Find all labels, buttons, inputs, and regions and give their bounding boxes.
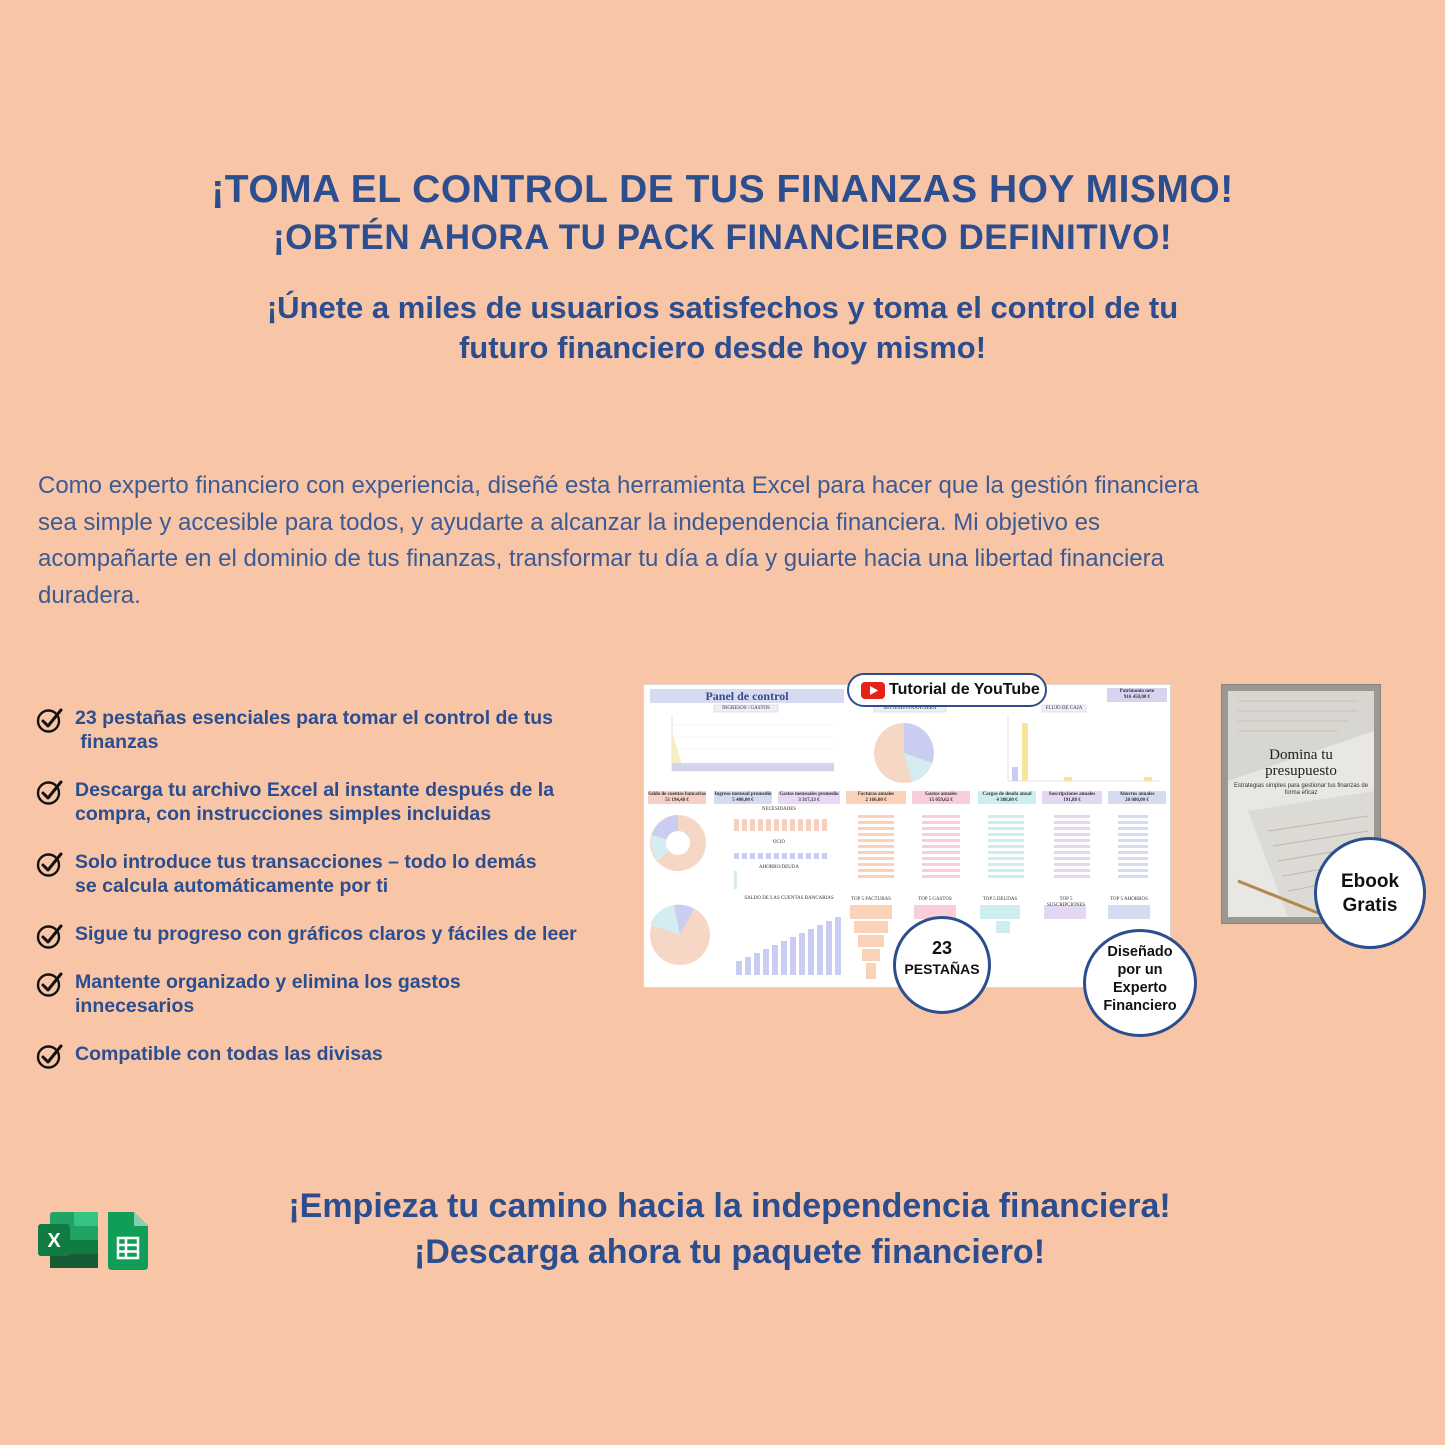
kpi-ahorros-label: Ahorros anuales bbox=[1119, 792, 1155, 797]
call-to-action: ¡Empieza tu camino hacia la independenci… bbox=[0, 1183, 1445, 1275]
expert-badge-text: Financiero bbox=[1103, 998, 1177, 1014]
feature-text: Sigue tu progreso con gráficos claros y … bbox=[75, 923, 577, 945]
feature-item: Sigue tu progreso con gráficos claros y … bbox=[36, 922, 646, 970]
main-title-line1: ¡TOMA EL CONTROL DE TUS FINANZAS HOY MIS… bbox=[211, 168, 1234, 211]
intro-line: duradera. bbox=[38, 581, 141, 609]
feature-text: finanzas bbox=[75, 731, 159, 753]
kpi-ingreso-value: 5 400,00 € bbox=[732, 798, 754, 803]
kpi-facturas-label: Facturas anuales bbox=[857, 792, 895, 797]
ebook-title-line: Domina tu bbox=[1269, 747, 1333, 763]
kpi-patrimonio-value: 916 450,00 € bbox=[1123, 695, 1151, 700]
kpi-saldo-value: 51 194,48 € bbox=[665, 798, 689, 803]
subtitle: ¡Únete a miles de usuarios satisfechos y… bbox=[0, 288, 1445, 368]
section-top-facturas: TOP 5 FACTURAS bbox=[851, 897, 891, 902]
checkmark-circle-icon bbox=[36, 852, 63, 877]
youtube-icon bbox=[861, 682, 885, 699]
intro-line: acompañarte en el dominio de tus finanza… bbox=[38, 545, 1164, 572]
app-icons: X bbox=[36, 1210, 152, 1277]
kpi-gastos-value: 3 317,13 € bbox=[798, 798, 820, 803]
feature-item: Descarga tu archivo Excel al instante de… bbox=[36, 778, 646, 850]
feature-item: 23 pestañas esenciales para tomar el con… bbox=[36, 706, 646, 778]
feature-text: innecesarios bbox=[75, 995, 195, 1017]
feature-item: Solo introduce tus transacciones – todo … bbox=[36, 850, 646, 922]
expert-badge-text: por un bbox=[1117, 962, 1163, 978]
kpi-saldo-label: Saldo de cuentas bancarias bbox=[648, 792, 706, 797]
kpi-deuda-value: 4 388,00 € bbox=[996, 798, 1018, 803]
feature-list: 23 pestañas esenciales para tomar el con… bbox=[36, 706, 646, 1090]
subtitle-line2: futuro financiero desde hoy mismo! bbox=[458, 330, 987, 365]
kpi-suscripciones-label: Suscripciones anuales bbox=[1048, 792, 1096, 797]
ebook-gratis-badge: Ebook Gratis bbox=[1314, 837, 1426, 949]
kpi-gastos-anuales-label: Gastos anuales bbox=[925, 792, 957, 797]
kpi-patrimonio-label: Patrimonio neto bbox=[1119, 689, 1155, 694]
feature-text: Solo introduce tus transacciones – todo … bbox=[75, 851, 537, 873]
intro-paragraph: Como experto financiero con experiencia,… bbox=[38, 468, 1408, 614]
feature-text: se calcula automáticamente por ti bbox=[75, 875, 389, 897]
kpi-gastos-anuales-value: 15 059,62 € bbox=[929, 798, 953, 803]
intro-line: Como experto financiero con experiencia,… bbox=[38, 472, 1199, 499]
excel-icon: X bbox=[38, 1212, 98, 1268]
section-top-suscripciones: TOP 5 SUSCRIPCIONES bbox=[1046, 897, 1086, 908]
checkmark-circle-icon bbox=[36, 708, 63, 733]
ebook-title: Domina tu presupuesto bbox=[1228, 747, 1374, 779]
checkmark-circle-icon bbox=[36, 972, 63, 997]
expert-badge-text: Experto bbox=[1113, 980, 1167, 996]
kpi-facturas-value: 2 166,00 € bbox=[865, 798, 887, 803]
cta-line2: ¡Descarga ahora tu paquete financiero! bbox=[413, 1233, 1046, 1271]
section-top-ahorros: TOP 5 AHORROS bbox=[1110, 897, 1148, 902]
kpi-ahorros-value: 20 000,00 € bbox=[1125, 798, 1149, 803]
feature-text: Descarga tu archivo Excel al instante de… bbox=[75, 779, 555, 801]
feature-text: Compatible con todas las divisas bbox=[75, 1043, 383, 1065]
kpi-gastos-label: Gastos mensuales promedio bbox=[779, 792, 839, 797]
section-flujo: FLUJO DE CAJA bbox=[1045, 706, 1083, 711]
main-title-line2: ¡OBTÉN AHORA TU PACK FINANCIERO DEFINITI… bbox=[272, 218, 1173, 257]
feature-item: Compatible con todas las divisas bbox=[36, 1042, 646, 1090]
section-ingresos-gastos: INGRESOS / GASTOS bbox=[722, 706, 770, 711]
dashboard-title: Panel de control bbox=[650, 689, 844, 703]
cta-line1: ¡Empieza tu camino hacia la independenci… bbox=[288, 1187, 1171, 1225]
kpi-suscripciones-value: 191,88 € bbox=[1063, 798, 1081, 803]
intro-line: sea simple y accesible para todos, y ayu… bbox=[38, 508, 1100, 536]
kpi-ingreso-label: Ingreso mensual promedio bbox=[714, 792, 772, 797]
section-top-gastos: TOP 5 GASTOS bbox=[918, 897, 952, 902]
kpi-deuda-label: Cargas de deuda anual bbox=[982, 792, 1032, 797]
expert-badge-text: Diseñado bbox=[1107, 944, 1173, 960]
dashboard-graphics bbox=[648, 688, 1167, 979]
svg-text:X: X bbox=[47, 1230, 61, 1252]
youtube-tutorial-link[interactable]: Tutorial de YouTube bbox=[847, 673, 1047, 707]
ebook-subtitle: Estrategias simples para gestionar tus f… bbox=[1233, 783, 1369, 796]
feature-text: compra, con instrucciones simples inclui… bbox=[75, 803, 492, 825]
pestanas-label: PESTAÑAS bbox=[904, 961, 980, 977]
youtube-label: Tutorial de YouTube bbox=[889, 681, 1040, 698]
excel-and-sheets-icons: X bbox=[38, 1212, 148, 1270]
section-saldo-cuentas: SALDO DE LAS CUENTAS BANCARIAS bbox=[744, 896, 834, 901]
checkmark-circle-icon bbox=[36, 924, 63, 949]
checkmark-circle-icon bbox=[36, 780, 63, 805]
ebook-title-line: presupuesto bbox=[1265, 763, 1337, 779]
pestanas-number: 23 bbox=[931, 938, 953, 958]
ebook-cover: Domina tu presupuesto Estrategias simple… bbox=[1221, 684, 1381, 924]
section-top-deudas: TOP 5 DEUDAS bbox=[982, 897, 1018, 902]
google-sheets-icon bbox=[108, 1212, 148, 1270]
ebook-badge-text: Ebook bbox=[1340, 871, 1400, 892]
feature-text: Mantente organizado y elimina los gastos bbox=[75, 971, 461, 993]
section-necesidades: NECESIDADES bbox=[761, 807, 797, 812]
section-ocio: OCIO bbox=[772, 840, 786, 845]
checkmark-circle-icon bbox=[36, 1044, 63, 1069]
feature-text: 23 pestañas esenciales para tomar el con… bbox=[75, 707, 553, 729]
feature-item: Mantente organizado y elimina los gastos… bbox=[36, 970, 646, 1042]
section-sintesis: SÍNTESIS FINANCIERA bbox=[883, 706, 937, 711]
subtitle-line1: ¡Únete a miles de usuarios satisfechos y… bbox=[266, 290, 1179, 325]
pestanas-badge: 23 PESTAÑAS bbox=[893, 916, 991, 1014]
expert-badge: Diseñado por un Experto Financiero bbox=[1083, 929, 1197, 1037]
section-ahorro-deuda: AHORRO/DEUDA bbox=[759, 865, 799, 870]
ebook-badge-text: Gratis bbox=[1342, 895, 1398, 916]
